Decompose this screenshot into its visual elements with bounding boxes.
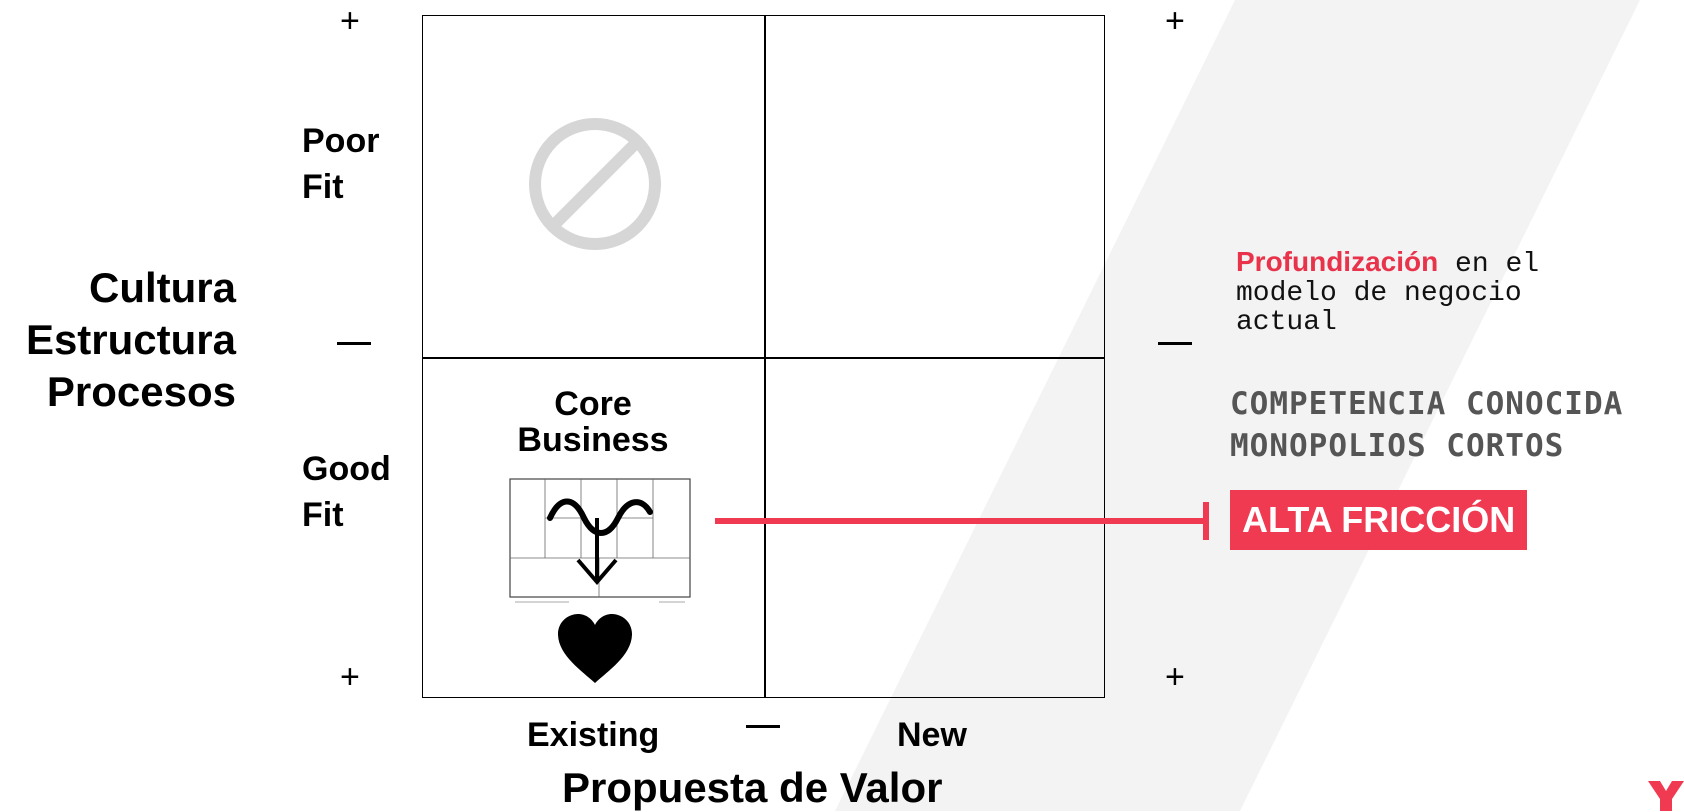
good-fit-word: Fit [302, 496, 344, 534]
poor-label: Poor [302, 122, 380, 160]
profundizacion-line-3: actual [1236, 307, 1337, 338]
left-minus [337, 342, 371, 345]
good-fit-label: Good Fit [302, 446, 391, 538]
bottom-right-plus: + [1165, 658, 1185, 696]
x-axis-existing: Existing [527, 716, 660, 754]
right-minus [1158, 342, 1192, 345]
poor-fit-label: Poor Fit [302, 118, 379, 210]
y-axis-line-cultura: Cultura [89, 264, 236, 311]
down-arrow-icon [576, 518, 618, 586]
y-axis-title: Cultura Estructura Procesos [26, 262, 236, 418]
top-right-plus: + [1165, 2, 1185, 40]
poor-fit-word: Fit [302, 168, 344, 206]
bottom-minus [746, 725, 780, 728]
wave-icon [547, 498, 653, 536]
good-label: Good [302, 450, 391, 488]
x-axis-new: New [897, 716, 967, 754]
top-left-plus: + [340, 2, 360, 40]
profundizacion-line-1: Profundización en el [1236, 247, 1539, 279]
no-entry-icon [529, 118, 661, 250]
y-axis-line-procesos: Procesos [46, 368, 236, 415]
connector-end-bar [1203, 502, 1209, 540]
heart-icon [558, 614, 632, 683]
profundizacion-line-2: modelo de negocio [1236, 278, 1522, 309]
friction-badge: ALTA FRICCIÓN [1230, 490, 1528, 550]
competition-note: COMPETENCIA CONOCIDA MONOPOLIOS CORTOS [1230, 383, 1623, 467]
vertical-divider [764, 16, 766, 697]
business-label: Business [517, 421, 669, 459]
profundizacion-rest-1: en el [1438, 249, 1540, 280]
bottom-left-plus: + [340, 658, 360, 696]
profundizacion-note: Profundización en el modelo de negocio a… [1236, 247, 1539, 337]
y-axis-line-estructura: Estructura [25, 316, 236, 363]
monopolios-cortos: MONOPOLIOS CORTOS [1230, 428, 1565, 464]
brand-logo-icon [1648, 781, 1684, 811]
competencia-conocida: COMPETENCIA CONOCIDA [1230, 386, 1624, 422]
core-business-label: Core Business [483, 386, 703, 458]
x-axis-title: Propuesta de Valor [562, 764, 943, 811]
core-label: Core [554, 385, 632, 423]
profundizacion-highlight: Profundización [1236, 246, 1439, 277]
connector-line [715, 518, 1205, 524]
quadrant-grid: Core Business [422, 15, 1105, 698]
horizontal-divider [423, 357, 1104, 359]
